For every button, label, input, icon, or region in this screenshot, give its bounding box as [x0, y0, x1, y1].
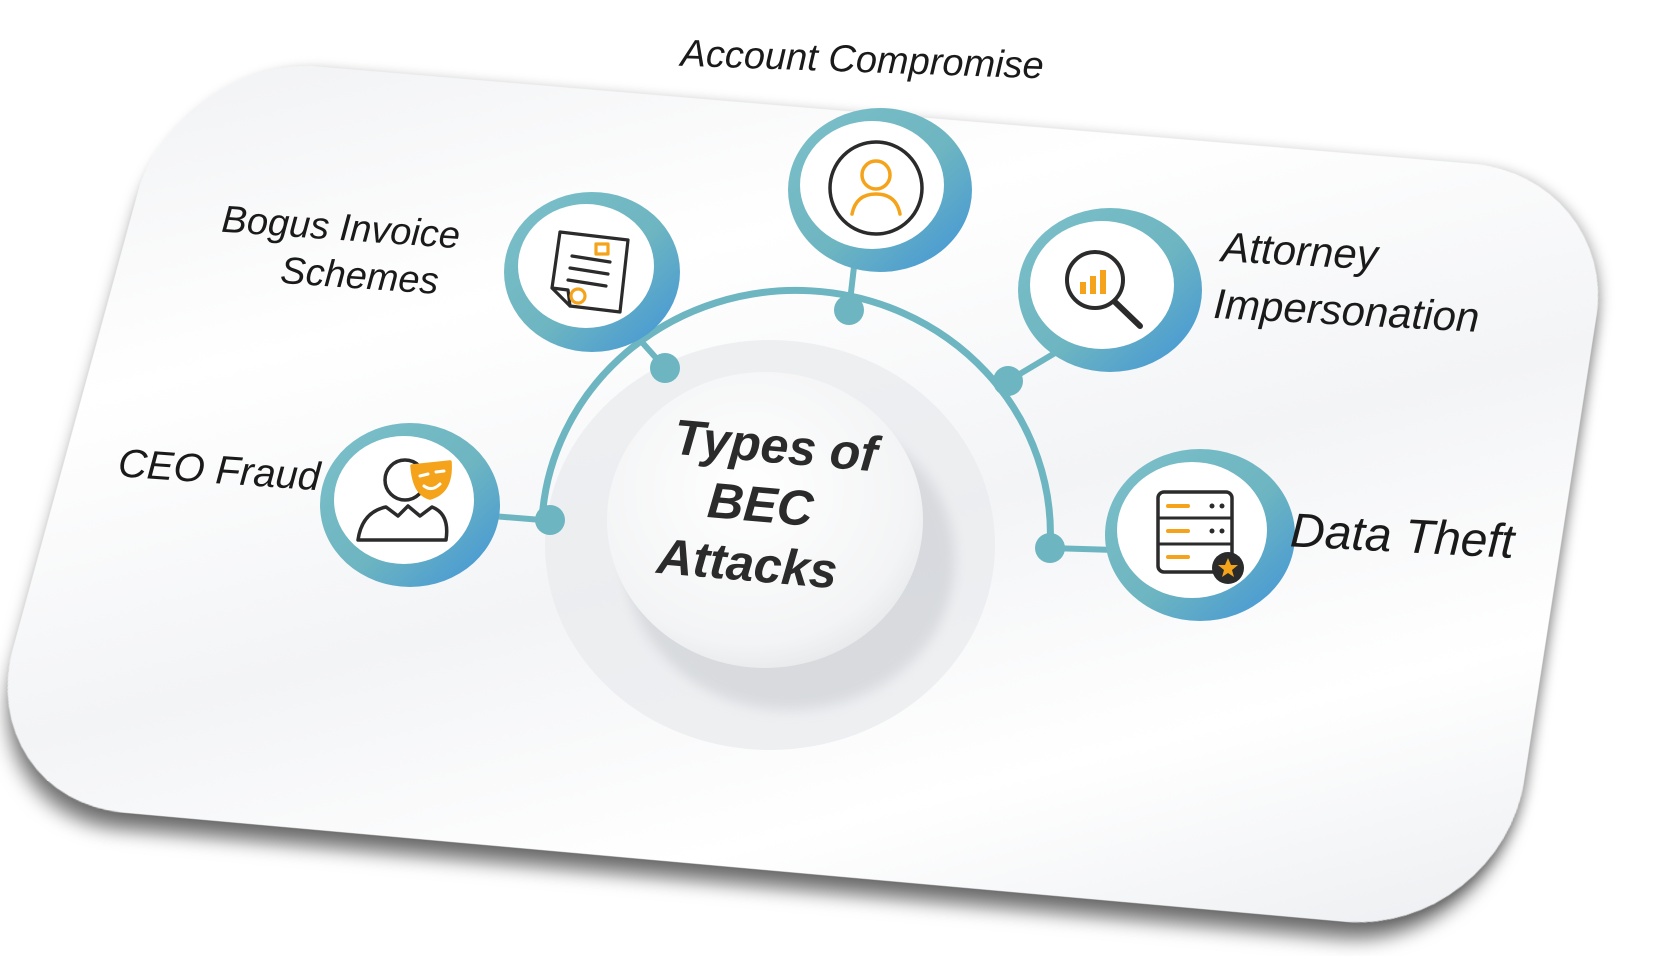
center-title-line-2: BEC	[705, 472, 816, 537]
node-bogus-invoice[interactable]	[504, 192, 680, 352]
label-bogus-invoice-line-2: Schemes	[279, 250, 440, 303]
label-account-compromise: Account Compromise	[678, 33, 1044, 88]
node-attorney-impersonation[interactable]	[1018, 208, 1202, 372]
node-data-theft[interactable]	[1105, 449, 1295, 621]
label-ceo-fraud: CEO Fraud	[117, 441, 324, 499]
label-attorney-line-1: Attorney	[1217, 223, 1382, 278]
label-bogus-invoice-line-1: Bogus Invoice	[220, 199, 461, 258]
node-ceo-fraud[interactable]	[320, 423, 500, 587]
node-account-compromise[interactable]	[788, 108, 972, 272]
label-data-theft: Data Theft	[1289, 504, 1517, 569]
label-attorney-line-2: Impersonation	[1212, 280, 1480, 341]
